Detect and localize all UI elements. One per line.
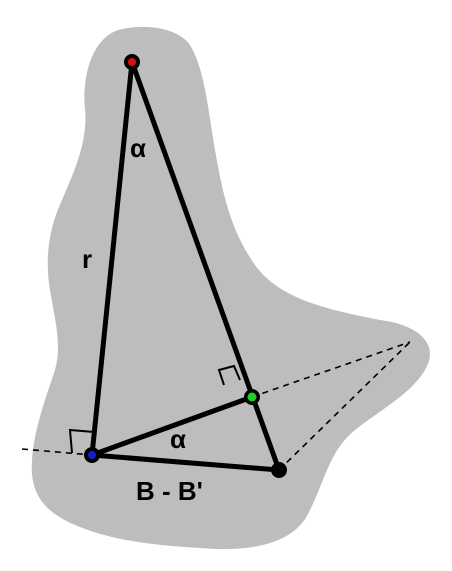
dashed-extension-right bbox=[251, 341, 411, 398]
right-angle-marker-mid bbox=[217, 364, 241, 386]
background-blob bbox=[31, 26, 430, 550]
mid-point-core bbox=[247, 392, 257, 402]
base-label: B - B' bbox=[136, 476, 203, 506]
top-point-core bbox=[128, 58, 136, 66]
edge-left-to-mid bbox=[91, 394, 253, 458]
side-label: r bbox=[82, 244, 92, 274]
top-angle-label: α bbox=[130, 133, 146, 163]
dashed-extension-left bbox=[21, 448, 93, 456]
bottom-right-point bbox=[271, 462, 287, 478]
bottom-angle-label: α bbox=[170, 424, 186, 454]
edge-left-to-bottom-right bbox=[91, 452, 280, 473]
dashed-line-to-corner bbox=[278, 341, 411, 471]
left-point-core bbox=[88, 451, 96, 459]
right-angle-marker-left bbox=[68, 428, 95, 454]
edge-top-to-left bbox=[89, 61, 135, 456]
